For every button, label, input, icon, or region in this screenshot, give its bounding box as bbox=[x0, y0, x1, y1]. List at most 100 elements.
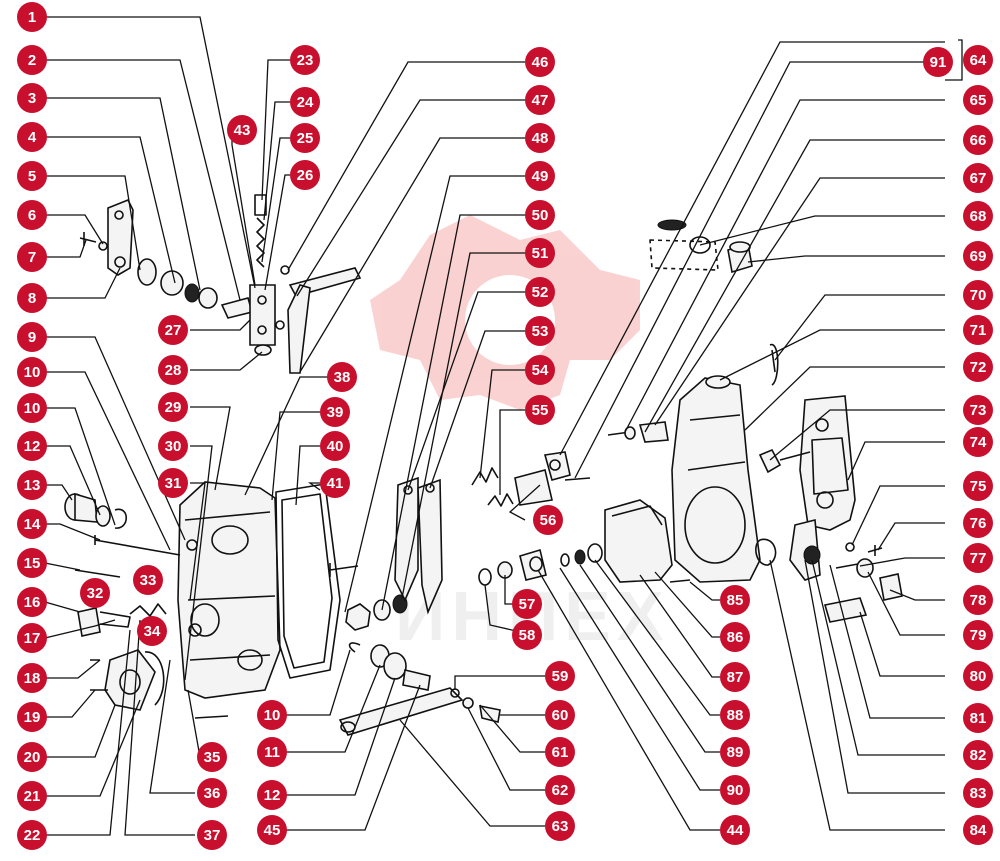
callout-label: 74 bbox=[970, 434, 987, 451]
callout-18: 18 bbox=[17, 663, 47, 693]
callout-9: 9 bbox=[17, 322, 47, 352]
callout-66: 66 bbox=[963, 125, 993, 155]
callout-3: 3 bbox=[17, 83, 47, 113]
callout-label: 51 bbox=[532, 245, 549, 262]
callout-label: 58 bbox=[519, 627, 536, 644]
callout-label: 46 bbox=[532, 54, 549, 71]
callout-label: 57 bbox=[519, 596, 536, 613]
callout-79: 79 bbox=[963, 620, 993, 650]
callout-56: 56 bbox=[533, 505, 563, 535]
callout-label: 25 bbox=[297, 130, 314, 147]
callouts-inner: 23 24 25 26 27 28 29 30 31 32 33 34 35 3… bbox=[80, 45, 357, 850]
callout-label: 79 bbox=[970, 627, 987, 644]
leader-lines bbox=[44, 16, 963, 836]
callout-label: 53 bbox=[532, 323, 549, 340]
callout-label: 9 bbox=[28, 329, 36, 346]
callout-label: 23 bbox=[297, 52, 314, 69]
callout-53: 53 bbox=[525, 316, 555, 346]
callout-label: 31 bbox=[165, 475, 182, 492]
callout-label: 28 bbox=[165, 362, 182, 379]
callout-label: 39 bbox=[327, 404, 344, 421]
callout-label: 63 bbox=[552, 818, 569, 835]
callouts-right: 91 64 65 66 67 68 69 70 71 72 73 74 75 7… bbox=[923, 45, 993, 845]
callout-78: 78 bbox=[963, 585, 993, 615]
callout-80: 80 bbox=[963, 661, 993, 691]
callout-label: 89 bbox=[727, 744, 744, 761]
callout-65: 65 bbox=[963, 85, 993, 115]
callout-label: 71 bbox=[970, 322, 987, 339]
callout-74: 74 bbox=[963, 427, 993, 457]
callout-label: 77 bbox=[970, 550, 987, 567]
callout-47: 47 bbox=[525, 85, 555, 115]
callout-17: 17 bbox=[17, 623, 47, 653]
callout-81: 81 bbox=[963, 703, 993, 733]
callout-28: 28 bbox=[158, 355, 188, 385]
callout-label: 86 bbox=[727, 629, 744, 646]
callout-60: 60 bbox=[545, 700, 575, 730]
callout-label: 24 bbox=[297, 94, 314, 111]
callout-82: 82 bbox=[963, 740, 993, 770]
callout-label: 50 bbox=[532, 207, 549, 224]
callout-27: 27 bbox=[158, 315, 188, 345]
callout-label: 37 bbox=[204, 827, 221, 844]
callout-12b: 12 bbox=[257, 780, 287, 810]
callout-10: 10 bbox=[17, 357, 47, 387]
callout-label: 78 bbox=[970, 592, 987, 609]
callout-label: 12 bbox=[264, 787, 281, 804]
callout-label: 18 bbox=[24, 670, 41, 687]
callout-label: 64 bbox=[970, 52, 987, 69]
callout-label: 82 bbox=[970, 747, 987, 764]
callout-36: 36 bbox=[197, 778, 227, 808]
callout-31: 31 bbox=[158, 468, 188, 498]
callout-label: 22 bbox=[24, 827, 41, 844]
callout-43: 43 bbox=[227, 115, 257, 145]
callout-label: 45 bbox=[264, 822, 281, 839]
part-drawings bbox=[64, 194, 903, 736]
callout-19: 19 bbox=[17, 702, 47, 732]
callout-90: 90 bbox=[720, 775, 750, 805]
callout-label: 67 bbox=[970, 170, 987, 187]
callout-label: 30 bbox=[165, 438, 182, 455]
callout-label: 12 bbox=[24, 438, 41, 455]
callout-label: 84 bbox=[970, 822, 987, 839]
callout-1: 1 bbox=[17, 2, 47, 32]
callout-91: 91 bbox=[923, 47, 953, 77]
callout-label: 81 bbox=[970, 710, 987, 727]
callout-87: 87 bbox=[720, 662, 750, 692]
callout-label: 1 bbox=[28, 9, 36, 26]
callout-89: 89 bbox=[720, 737, 750, 767]
callout-label: 48 bbox=[532, 130, 549, 147]
callout-57: 57 bbox=[512, 589, 542, 619]
callouts-middle: 46 47 48 49 50 51 52 53 54 55 56 57 58 5… bbox=[257, 47, 575, 845]
callout-58: 58 bbox=[512, 620, 542, 650]
callout-30: 30 bbox=[158, 431, 188, 461]
callout-label: 20 bbox=[24, 749, 41, 766]
callout-label: 13 bbox=[24, 477, 41, 494]
callout-label: 8 bbox=[28, 290, 36, 307]
callout-label: 91 bbox=[930, 54, 947, 71]
callout-label: 90 bbox=[727, 782, 744, 799]
callout-23: 23 bbox=[290, 45, 320, 75]
callout-49: 49 bbox=[525, 161, 555, 191]
callout-77: 77 bbox=[963, 543, 993, 573]
callout-label: 41 bbox=[327, 475, 344, 492]
callout-15: 15 bbox=[17, 548, 47, 578]
callout-label: 17 bbox=[24, 630, 41, 647]
callout-32: 32 bbox=[80, 578, 110, 608]
callout-label: 36 bbox=[204, 785, 221, 802]
callout-59: 59 bbox=[545, 661, 575, 691]
callout-46: 46 bbox=[525, 47, 555, 77]
callout-26: 26 bbox=[290, 160, 320, 190]
callout-label: 66 bbox=[970, 132, 987, 149]
callout-64: 64 bbox=[963, 45, 993, 75]
callout-label: 6 bbox=[28, 207, 36, 224]
callout-63: 63 bbox=[545, 811, 575, 841]
callout-label: 32 bbox=[87, 585, 104, 602]
callout-label: 10 bbox=[24, 400, 41, 417]
callout-33: 33 bbox=[133, 565, 163, 595]
callout-label: 80 bbox=[970, 668, 987, 685]
callout-40: 40 bbox=[320, 431, 350, 461]
callout-45: 45 bbox=[257, 815, 287, 845]
callout-label: 88 bbox=[727, 707, 744, 724]
